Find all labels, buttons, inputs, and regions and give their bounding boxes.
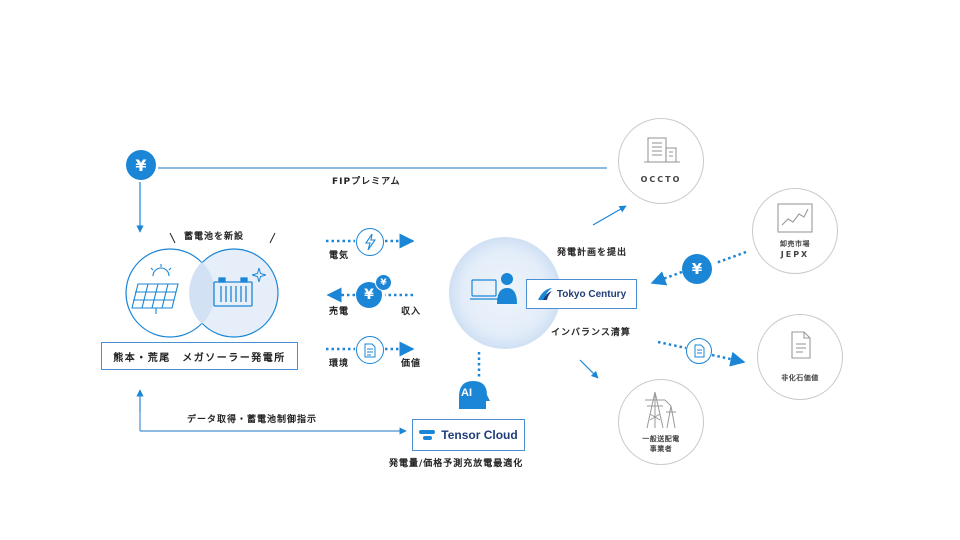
tensor-cloud-box: Tensor Cloud [412, 419, 525, 451]
tokyo-century-name: Tokyo Century [556, 288, 627, 300]
new-battery-label: 蓄電池を新設 [184, 232, 245, 242]
yen-sell-symbol: ¥ [364, 287, 374, 303]
tokyo-century-logo-icon [537, 288, 552, 300]
yen-market-icon: ¥ [682, 254, 712, 284]
arrow-to-grid [579, 359, 599, 379]
ai-badge-text: AI [461, 387, 472, 399]
jepx-dots-left [650, 270, 683, 286]
tensor-caption: 発電量/価格予測充放電最適化 [389, 459, 524, 469]
arrow-to-occto [592, 205, 627, 226]
jepx-dots-right [715, 250, 747, 265]
ai-head-icon: AI [455, 379, 491, 413]
slash-right [269, 232, 276, 244]
nonfossil-node: 非化石価値 [757, 314, 843, 400]
grid-label-2: 事業者 [649, 445, 673, 453]
selling-label: 売電 [329, 307, 350, 317]
site-name: 熊本・荒尾 メガソーラー発電所 [113, 352, 286, 364]
tensor-cloud-name: Tensor Cloud [441, 428, 518, 442]
yen-market-symbol: ¥ [691, 260, 703, 278]
yen-symbol: ¥ [135, 155, 147, 175]
document-nf-icon [686, 338, 712, 364]
environment-label: 環境 [329, 359, 350, 369]
value-label: 価値 [401, 359, 422, 369]
nf-dots-right [711, 351, 746, 367]
nf-dots-left [657, 340, 687, 350]
document-icon [356, 336, 384, 364]
occto-node: OCCTO [618, 118, 704, 204]
submit-plan-label: 発電計画を提出 [557, 248, 628, 258]
operator-icon [470, 273, 517, 304]
jepx-node: 卸売市場 JEPX [752, 188, 838, 274]
yen-small-icon: ¥ [375, 274, 392, 291]
sparkle-icon [252, 268, 266, 282]
nonfossil-label: 非化石価値 [781, 374, 819, 382]
fip-label: FIPプレミアム [332, 177, 401, 187]
data-label: データ取得・蓄電池制御指示 [187, 415, 318, 425]
electricity-label: 電気 [329, 251, 350, 261]
occto-label: OCCTO [640, 175, 682, 184]
grid-label-1: 一般送配電 [642, 435, 680, 443]
market-sub-label: 卸売市場 [780, 240, 810, 248]
battery-icon [213, 277, 253, 307]
grid-node: 一般送配電 事業者 [618, 379, 704, 465]
slash-left [169, 232, 176, 244]
tokyo-century-box: Tokyo Century [526, 279, 637, 309]
solar-panel-icon [131, 264, 179, 314]
yen-icon: ¥ [126, 150, 156, 180]
chart-icon [777, 203, 813, 233]
power-tower-icon [645, 391, 676, 429]
imbalance-label: インバランス清算 [551, 328, 631, 338]
yen-small-symbol: ¥ [380, 277, 387, 288]
site-name-box: 熊本・荒尾 メガソーラー発電所 [101, 342, 298, 370]
document-gray-icon [791, 331, 811, 359]
tensor-logo-icon [419, 430, 436, 440]
building-icon [644, 137, 680, 163]
lightning-icon [356, 228, 384, 256]
jepx-label: JEPX [780, 250, 810, 259]
revenue-label: 収入 [401, 307, 422, 317]
